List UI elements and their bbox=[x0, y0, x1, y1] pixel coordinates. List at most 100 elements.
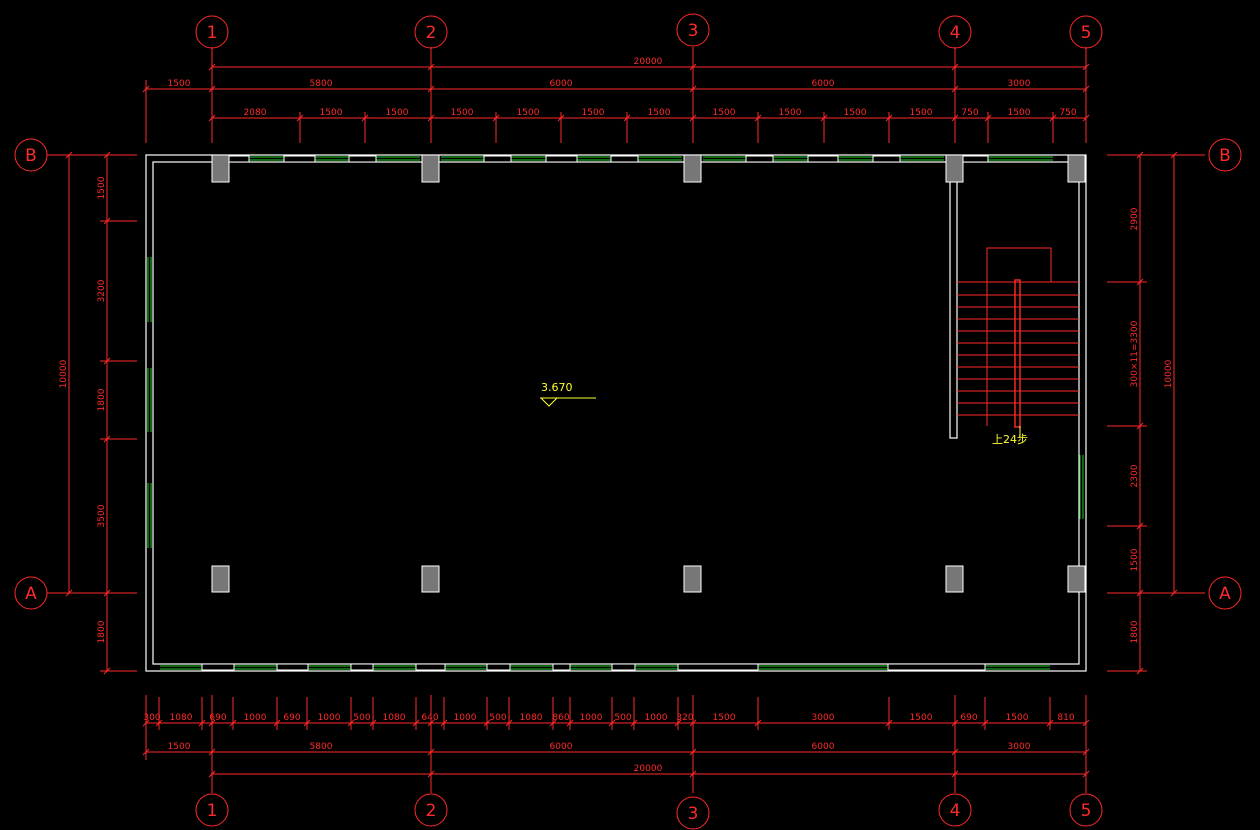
axis-bubble-left-A bbox=[14, 576, 48, 610]
dimension-tick bbox=[412, 719, 420, 727]
dimension-tick bbox=[505, 719, 513, 727]
dim-bottom-opening: 860 bbox=[552, 713, 569, 723]
window-frames bbox=[201, 155, 989, 671]
axis-bubble-top-1 bbox=[195, 15, 229, 49]
dimension-tick bbox=[1170, 151, 1178, 159]
dim-bottom-opening: 1000 bbox=[580, 713, 603, 723]
dimension-tick bbox=[65, 589, 73, 597]
dimension-tick bbox=[820, 114, 828, 122]
axis-label-right-A: A bbox=[1219, 584, 1231, 604]
dim-top-bay: 3000 bbox=[1008, 79, 1031, 89]
dim-bottom-bay: 3000 bbox=[1008, 742, 1031, 752]
dimension-tick bbox=[689, 114, 697, 122]
axis-label-top-2: 2 bbox=[426, 23, 437, 43]
dimension-tick bbox=[1136, 589, 1144, 597]
stairs bbox=[957, 247, 1079, 428]
dimension-tick bbox=[1136, 151, 1144, 159]
dimension-tick bbox=[689, 719, 697, 727]
dimension-tick bbox=[208, 748, 216, 756]
column-1A bbox=[211, 565, 230, 593]
stair-note: 上24步 bbox=[992, 426, 1028, 446]
windows bbox=[147, 156, 1084, 670]
dimension-tick bbox=[142, 719, 150, 727]
dim-bottom-bay: 6000 bbox=[550, 742, 573, 752]
dim-top-opening: 1500 bbox=[517, 108, 540, 118]
dim-left-segment: 3500 bbox=[97, 504, 107, 527]
dimension-tick bbox=[103, 217, 111, 225]
dim-top-opening: 1500 bbox=[320, 108, 343, 118]
dimension-tick bbox=[103, 357, 111, 365]
dimension-tick bbox=[951, 63, 959, 71]
dimension-tick bbox=[689, 63, 697, 71]
dimension-tick bbox=[483, 719, 491, 727]
elevation-label: 3.670 bbox=[541, 381, 573, 394]
dim-top-opening: 1500 bbox=[648, 108, 671, 118]
top-wall-windows bbox=[249, 156, 1053, 161]
dim-right-segment: 2900 bbox=[1130, 207, 1140, 230]
dimension-tick bbox=[1136, 522, 1144, 530]
dimension-tick bbox=[566, 719, 574, 727]
axis-bubble-right-B bbox=[1208, 138, 1242, 172]
dimension-tick bbox=[492, 114, 500, 122]
dim-bottom-opening: 690 bbox=[209, 713, 226, 723]
dim-bottom-bay: 5800 bbox=[310, 742, 333, 752]
dimension-tick bbox=[427, 85, 435, 93]
dim-top-bay: 1500 bbox=[168, 79, 191, 89]
dimension-texts: 20000 1500 5800 6000 6000 3000 2080 1500… bbox=[59, 57, 1174, 774]
dimension-tick bbox=[1136, 422, 1144, 430]
dimension-tick bbox=[427, 63, 435, 71]
dim-left-segment: 1800 bbox=[97, 620, 107, 643]
dimension-tick bbox=[630, 719, 638, 727]
dimension-tick bbox=[427, 748, 435, 756]
dimension-tick bbox=[951, 719, 959, 727]
dimension-tick bbox=[674, 719, 682, 727]
stair-treads bbox=[957, 294, 1079, 416]
dimension-tick bbox=[427, 719, 435, 727]
dimension-tick bbox=[1082, 748, 1090, 756]
dimension-tick bbox=[427, 770, 435, 778]
dim-top-opening: 1500 bbox=[1008, 108, 1031, 118]
dimension-tick bbox=[689, 85, 697, 93]
axis-bubble-bottom-3 bbox=[676, 796, 710, 830]
dimension-tick bbox=[1082, 719, 1090, 727]
dimension-tick bbox=[1136, 278, 1144, 286]
dim-bottom-opening: 1000 bbox=[454, 713, 477, 723]
dimension-tick bbox=[754, 719, 762, 727]
axis-bubble-right-A bbox=[1208, 576, 1242, 610]
dim-top-opening: 1500 bbox=[582, 108, 605, 118]
dimension-tick bbox=[296, 114, 304, 122]
dim-top-bay: 6000 bbox=[550, 79, 573, 89]
dimension-tick bbox=[557, 114, 565, 122]
axis-bubble-top-2 bbox=[414, 15, 448, 49]
column-3B bbox=[683, 154, 702, 183]
dimension-tick bbox=[951, 770, 959, 778]
dim-right-segment: 1800 bbox=[1130, 620, 1140, 643]
dim-bottom-opening: 1500 bbox=[713, 713, 736, 723]
dim-bottom-opening: 690 bbox=[960, 713, 977, 723]
dimension-tick bbox=[1170, 589, 1178, 597]
dim-top-opening: 1500 bbox=[910, 108, 933, 118]
dimension-tick bbox=[208, 114, 216, 122]
dimension-tick bbox=[951, 85, 959, 93]
dimension-tick bbox=[208, 85, 216, 93]
dimension-tick bbox=[1136, 667, 1144, 675]
column-4B bbox=[945, 154, 964, 183]
axis-labels: 1 2 3 4 5 1 2 3 4 5 B A B A bbox=[25, 21, 1231, 824]
axis-bubble-top-5 bbox=[1069, 15, 1103, 49]
axis-bubble-bottom-4 bbox=[938, 793, 972, 827]
dimension-tick bbox=[208, 770, 216, 778]
axis-bubble-bottom-2 bbox=[414, 793, 448, 827]
dimension-tick bbox=[1082, 770, 1090, 778]
dimension-tick bbox=[208, 63, 216, 71]
axis-label-top-3: 3 bbox=[688, 21, 699, 41]
dimension-tick bbox=[885, 719, 893, 727]
column-5A bbox=[1067, 565, 1086, 593]
dimension-tick bbox=[369, 719, 377, 727]
dimension-tick bbox=[885, 114, 893, 122]
dimension-tick bbox=[427, 114, 435, 122]
dimension-tick bbox=[142, 85, 150, 93]
axis-label-right-B: B bbox=[1219, 146, 1231, 166]
dimension-tick bbox=[208, 719, 216, 727]
left-wall-windows bbox=[147, 257, 152, 548]
